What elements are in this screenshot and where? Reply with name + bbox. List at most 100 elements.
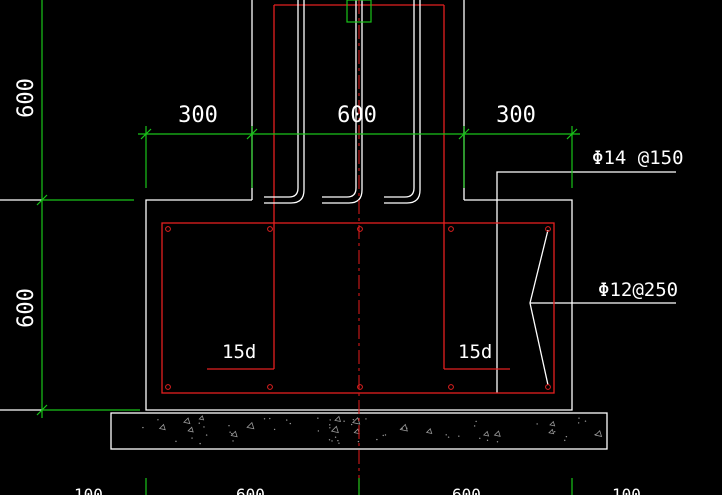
hatch-dot [317,417,319,419]
hatch-dot [382,434,384,437]
hooked-bar-1-inner [264,0,305,204]
hatch-triangle [334,415,342,423]
hatch-dot [269,417,271,420]
hatch-triangle [246,421,255,430]
hatch-dot [343,420,345,422]
stirrup-zigzag [529,229,549,386]
hatch-triangle [548,428,555,435]
hooked-bar-2 [322,0,357,198]
label-stirrup-bars: Φ12@250 [598,279,678,301]
dimension-lines [36,0,580,495]
hatch-triangle [198,415,205,421]
hooked-bar-3-inner [384,0,421,204]
horizontal-tick-1 [140,128,152,140]
hatch-triangle [230,430,238,438]
bar-section-dot [448,384,454,390]
hatch-triangle [549,420,556,427]
hatch-dot [199,442,201,445]
hatch-dot [263,418,266,420]
hatch-dot [458,435,460,437]
hatch-dot [578,417,580,419]
hatch-dot [338,442,340,444]
hatch-dot [175,440,177,443]
hooked-bar-3 [384,0,415,198]
dim-footing-height: 600 [14,288,39,328]
bottom-label-3: 600 [452,485,481,495]
hatch-dot [565,435,568,438]
hatch-dot [475,420,477,423]
hatch-dot [232,440,234,442]
hatch-dot [584,420,587,422]
vertical-tick-2 [36,404,48,416]
hatch-dot [317,430,320,432]
horizontal-tick-2 [246,128,258,140]
hatch-dot [564,439,566,442]
bar-section-dot [267,226,273,232]
bar-section-dot [267,384,273,390]
concrete-outline [0,0,676,411]
label-anchorage-left: 15d [222,341,256,363]
concrete-hatch [142,415,603,445]
hatch-dot [286,419,288,421]
dim-column-height: 600 [14,78,39,118]
hatch-triangle [158,423,166,431]
hatch-triangle [493,430,501,437]
hatch-dot [228,424,230,427]
hatch-dot [554,431,556,433]
label-anchorage-right: 15d [458,341,492,363]
hatch-dot [229,431,231,433]
hatch-dot [479,437,481,440]
hatch-dot [334,436,337,438]
bar-section-dot [165,384,171,390]
footing-rebar-rect [161,222,555,394]
hatch-dot [329,424,331,426]
hatch-dot [577,422,580,424]
horizontal-tick-3 [458,128,470,140]
hatch-dot [331,440,333,442]
hatch-dot [473,425,476,427]
hatch-dot [496,441,499,443]
bar-section-dot [545,226,551,232]
hatch-dot [231,432,233,435]
hooked-bar-1 [264,0,299,198]
hatch-triangle [482,430,490,437]
bar-section-dots [165,226,551,390]
hatch-triangle [594,430,603,437]
label-top-bars: Φ14 @150 [592,147,684,169]
hatch-triangle [187,426,194,433]
hatch-dot [337,439,339,442]
column-top-marker [346,0,372,23]
top-bar-leader [496,171,676,393]
hatch-triangle [183,417,191,425]
hatch-dot [329,419,331,421]
hatch-triangle [399,423,408,432]
dim-column-width: 600 [337,103,377,128]
hatch-dot [203,426,205,428]
hatch-dot [289,422,292,425]
hatch-triangle [425,428,433,435]
bottom-label-1: 100 [74,485,103,495]
bar-section-dot [357,226,363,232]
hatch-dot [536,423,538,425]
hatch-dot [273,428,276,431]
horizontal-tick-4 [566,128,578,140]
hatch-dot [447,436,450,438]
bar-section-dot [545,384,551,390]
dim-left-offset: 300 [178,103,218,128]
hatch-dot [352,418,355,421]
hatch-dot [384,434,387,436]
hooked-bar-2-inner [322,0,363,204]
hooked-column-bars [264,0,421,204]
hatch-dot [445,434,447,436]
rebar-cage [161,4,555,394]
hatch-dot [486,439,489,442]
dim-right-offset: 300 [496,103,536,128]
vertical-tick-1 [36,194,48,206]
hatch-dot [357,440,360,443]
hatch-dot [365,418,367,420]
hatch-dot [205,434,208,436]
bottom-label-4: 100 [612,485,641,495]
bar-section-dot [448,226,454,232]
bar-section-dot [357,384,363,390]
